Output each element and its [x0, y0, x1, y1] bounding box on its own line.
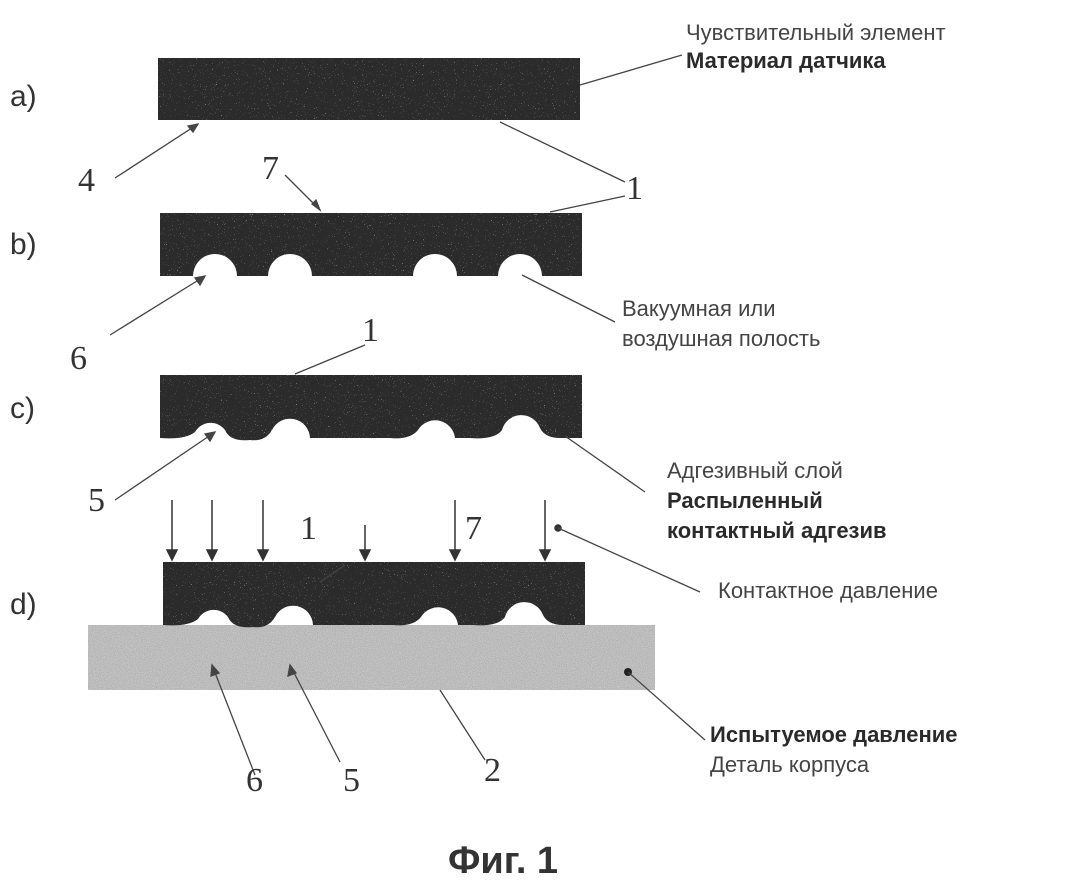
ref-1-c: 1: [362, 312, 379, 350]
figure-caption: Фиг. 1: [448, 840, 558, 883]
sensor-layer-b: [160, 213, 582, 276]
housing-part-substrate: [88, 625, 655, 690]
annotation-adhesive-layer: Адгезивный слой: [667, 458, 843, 484]
annotation-sprayed: Распыленный: [667, 488, 823, 514]
annotation-cavity-2: воздушная полость: [622, 326, 820, 352]
ref-7-d: 7: [465, 510, 482, 548]
sensor-layer-d: [163, 562, 585, 627]
annotation-sensor-element: Чувствительный элемент: [686, 20, 946, 46]
ref-2-d: 2: [484, 752, 501, 790]
panel-label-a: a): [10, 80, 37, 114]
ref-6-d: 6: [246, 762, 263, 800]
annotation-sensor-material: Материал датчика: [686, 48, 886, 74]
ref-6-b: 6: [70, 340, 87, 378]
sensor-layer-c-with-adhesive: [160, 375, 582, 440]
ref-5-c: 5: [88, 482, 105, 520]
ref-1-ab: 1: [626, 170, 643, 208]
ref-1-d: 1: [300, 510, 317, 548]
annotation-test-pressure: Испытуемое давление: [710, 722, 958, 748]
annotation-contact-adhesive: контактный адгезив: [667, 518, 887, 544]
sensor-layer-a: [158, 58, 580, 120]
ref-5-d: 5: [343, 762, 360, 800]
panel-label-c: c): [10, 392, 35, 426]
ref-4: 4: [78, 162, 95, 200]
annotation-housing-part: Деталь корпуса: [710, 752, 869, 778]
ref-7-b: 7: [262, 150, 279, 188]
annotation-contact-pressure: Контактное давление: [718, 578, 938, 604]
annotation-cavity-1: Вакуумная или: [622, 296, 775, 322]
contact-pressure-arrows: [167, 500, 561, 560]
panel-label-d: d): [10, 588, 37, 622]
panel-label-b: b): [10, 228, 37, 262]
